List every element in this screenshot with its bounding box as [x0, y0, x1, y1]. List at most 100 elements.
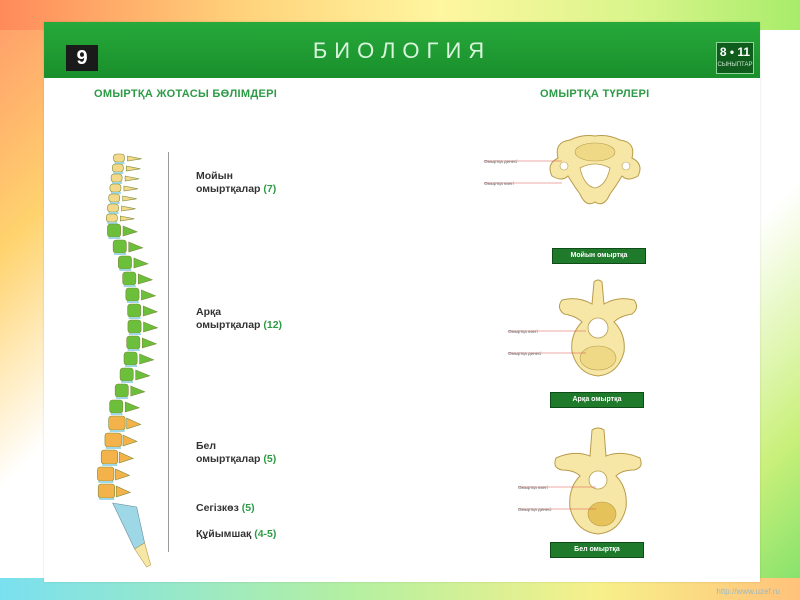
cervical-spinous-process — [123, 185, 138, 192]
label-thoracic-name2: омыртқалар — [196, 319, 261, 331]
thoracic-vertebra-body — [125, 287, 140, 302]
lumbar-spinous-process — [115, 485, 132, 498]
intervertebral-disc — [128, 333, 141, 335]
intervertebral-disc — [109, 430, 125, 432]
intervertebral-disc — [114, 162, 125, 164]
label-cervical-name: Мойын — [196, 170, 233, 182]
subject-title: БИОЛОГИЯ — [312, 38, 492, 63]
lumbar-vertebra-body — [104, 432, 122, 448]
thoracic-caption: Арқа омыртқа — [550, 392, 644, 408]
intervertebral-disc — [116, 397, 129, 399]
intervertebral-disc — [112, 182, 123, 184]
intervertebral-disc — [121, 381, 134, 383]
thoracic-leader-lines — [508, 330, 586, 354]
poster-header: 9 БИОЛОГИЯ 8 • 11 СЫНЫПТАР — [44, 22, 760, 78]
label-sacrum-name: Сегізкөз — [196, 502, 239, 514]
cervical-annotation-2: Омыртқа өзегі — [484, 181, 514, 186]
cervical-vertebra-body — [107, 203, 119, 213]
thoracic-spinous-process — [137, 273, 154, 285]
thoracic-spinous-process — [135, 369, 151, 381]
intervertebral-disc — [110, 192, 121, 194]
spine-illustration — [97, 153, 159, 568]
label-coccyx: Құйымшақ (4-5) — [196, 528, 276, 541]
cervical-vertebra-body — [106, 213, 118, 223]
intervertebral-disc — [107, 222, 118, 224]
lumbar-spinous-process — [122, 434, 138, 447]
spine-sections-title: ОМЫРТҚА ЖОТАСЫ БӨЛІМДЕРІ — [94, 88, 278, 100]
cervical-annotation-1: Омыртқа денесі — [484, 159, 518, 164]
lumbar-vertebra-body — [100, 449, 119, 465]
cervical-spinous-process — [124, 175, 140, 182]
label-lumbar-name: Бел — [196, 440, 217, 452]
thoracic-vertebra-body — [114, 383, 129, 398]
thoracic-vertebra-body — [126, 335, 141, 350]
label-sacrum-count: (5) — [241, 502, 255, 514]
spine-divider-line — [168, 152, 169, 552]
biology-poster: 9 БИОЛОГИЯ 8 • 11 СЫНЫПТАР ОМЫРТҚА ЖОТАС… — [44, 22, 760, 582]
cervical-spinous-process — [127, 155, 142, 162]
thoracic-spinous-process — [128, 241, 144, 253]
cervical-vertebra-body — [113, 153, 125, 163]
cervical-leader-lines — [484, 160, 562, 184]
thoracic-spinous-process — [130, 385, 146, 397]
cervical-spinous-process — [122, 195, 137, 202]
lumbar-vertebra-body — [97, 466, 115, 482]
thoracic-vertebra-body — [127, 319, 142, 334]
thoracic-vertebra-body — [119, 367, 134, 382]
label-thoracic: Арқа омыртқалар (12) — [196, 306, 282, 332]
label-coccyx-name: Құйымшақ — [196, 528, 252, 540]
lumbar-spinous-process — [115, 468, 131, 481]
intervertebral-disc — [114, 253, 127, 255]
slide-bottom-band — [0, 578, 800, 600]
intervertebral-disc — [99, 498, 115, 500]
grade-range-sub: СЫНЫПТАР — [717, 62, 753, 68]
intervertebral-disc — [125, 365, 138, 367]
thoracic-vertebra-body — [107, 223, 121, 238]
thoracic-spinous-process — [141, 337, 158, 349]
watermark-url: http://www.uzef.ru — [716, 587, 780, 596]
intervertebral-disc — [113, 172, 124, 174]
label-lumbar-count: (5) — [263, 453, 277, 465]
lumbar-spinous-process — [126, 417, 142, 430]
intervertebral-disc — [102, 464, 118, 466]
lumbar-spinous-process — [118, 451, 135, 464]
cervical-vertebra-body — [108, 193, 121, 203]
lumbar-annotation-2: Омыртқа денесі — [518, 507, 552, 512]
sacrum — [112, 502, 145, 550]
cervical-spinous-process — [121, 205, 136, 212]
cervical-vertebra-drawing — [549, 135, 641, 205]
intervertebral-disc — [108, 212, 119, 214]
thoracic-spinous-process — [141, 289, 157, 301]
intervertebral-disc — [110, 413, 123, 415]
thoracic-vertebra-body — [127, 303, 142, 318]
grade-badge: 9 — [66, 45, 98, 71]
cervical-caption: Мойын омыртқа — [552, 248, 646, 264]
grade-range-text: 8 • 11 — [719, 45, 751, 59]
coccyx — [134, 542, 152, 568]
cervical-spinous-process — [126, 165, 141, 172]
thoracic-spinous-process — [122, 225, 138, 237]
intervertebral-disc — [123, 285, 136, 287]
label-thoracic-name: Арқа — [196, 306, 222, 318]
thoracic-annotation-2: Омыртқа денесі — [508, 351, 542, 356]
label-cervical: Мойын омыртқалар (7) — [196, 170, 276, 196]
cervical-vertebra-body — [109, 183, 122, 193]
intervertebral-disc — [128, 317, 141, 319]
label-sacrum: Сегізкөз (5) — [196, 502, 255, 515]
lumbar-caption: Бел омыртқа — [550, 542, 644, 558]
cervical-vertebra-body — [110, 173, 123, 183]
grade-range-badge: 8 • 11 СЫНЫПТАР — [716, 42, 754, 74]
intervertebral-disc — [119, 269, 132, 271]
thoracic-vertebra-body — [109, 399, 124, 414]
lumbar-vertebra-body — [108, 415, 126, 431]
thoracic-vertebra-body — [112, 239, 127, 254]
intervertebral-disc — [127, 349, 140, 351]
thoracic-vertebra-body — [123, 351, 138, 366]
label-cervical-name2: омыртқалар — [196, 183, 261, 195]
thoracic-spinous-process — [124, 401, 141, 413]
thoracic-annotation-1: Омыртқа өзегі — [508, 329, 538, 334]
thoracic-vertebra-drawing — [558, 279, 638, 377]
thoracic-spinous-process — [142, 305, 159, 317]
label-cervical-count: (7) — [263, 183, 277, 195]
lumbar-leader-lines — [518, 486, 596, 510]
